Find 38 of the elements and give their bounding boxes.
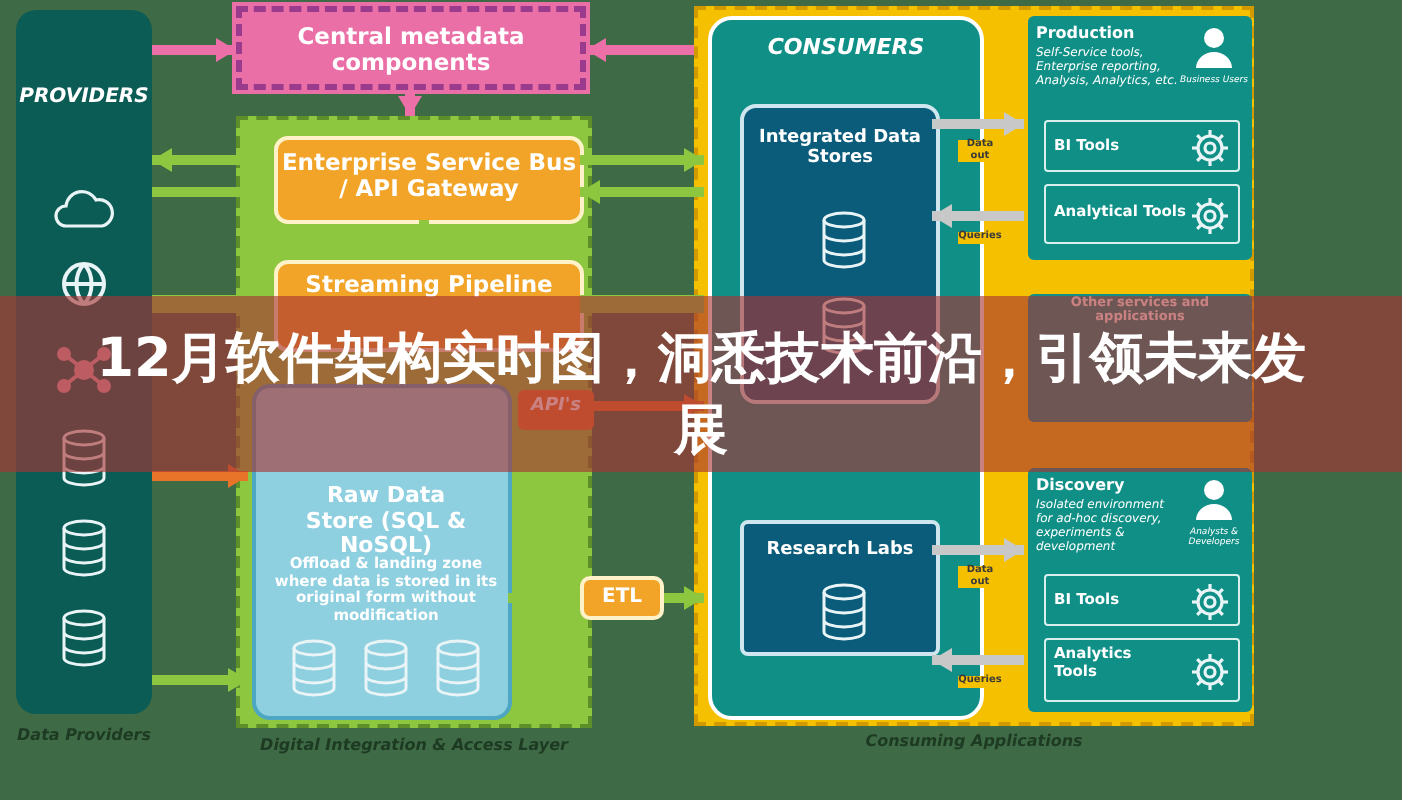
arrow bbox=[590, 394, 704, 418]
arrow bbox=[580, 180, 704, 204]
api-tag bbox=[518, 390, 594, 430]
arrow bbox=[932, 204, 1024, 228]
arrow bbox=[664, 586, 704, 610]
box-label: Central metadata components bbox=[295, 24, 527, 77]
metadata-box bbox=[236, 6, 586, 90]
panel-heading: Production bbox=[1036, 24, 1135, 43]
tag-label: API's bbox=[528, 396, 584, 417]
arrow bbox=[152, 38, 236, 62]
tag-label: ETL bbox=[599, 586, 645, 609]
arrow bbox=[152, 464, 248, 488]
arrow bbox=[580, 148, 704, 172]
striped-connector bbox=[580, 295, 704, 313]
box-label: Enterprise Service Bus / API Gateway bbox=[279, 150, 579, 203]
panel-title: PROVIDERS bbox=[17, 86, 151, 109]
user-panel bbox=[1028, 16, 1252, 260]
panel-title: CONSUMERS bbox=[765, 36, 927, 62]
panel-heading: Discovery bbox=[1036, 476, 1125, 495]
arrow bbox=[398, 90, 422, 116]
tool-box bbox=[1044, 184, 1240, 244]
tool-box bbox=[1044, 638, 1240, 702]
etl-tag bbox=[580, 576, 664, 620]
box-label: Research Labs bbox=[764, 540, 916, 561]
arrow bbox=[932, 648, 1024, 672]
box-label: Raw Data Store (SQL & NoSQL) bbox=[305, 484, 469, 559]
arrow bbox=[932, 112, 1024, 136]
tool-box bbox=[1044, 574, 1240, 626]
arrow bbox=[586, 38, 694, 62]
box-label: Integrated Data Stores bbox=[756, 128, 924, 170]
data-store-box bbox=[740, 520, 940, 656]
services-box bbox=[1028, 294, 1252, 422]
user-panel bbox=[1028, 468, 1252, 712]
tool-box bbox=[1044, 120, 1240, 172]
data-store-box bbox=[252, 384, 512, 720]
arrow bbox=[932, 538, 1024, 562]
box-label: Streaming Pipeline bbox=[303, 272, 555, 299]
process-box bbox=[274, 136, 584, 224]
